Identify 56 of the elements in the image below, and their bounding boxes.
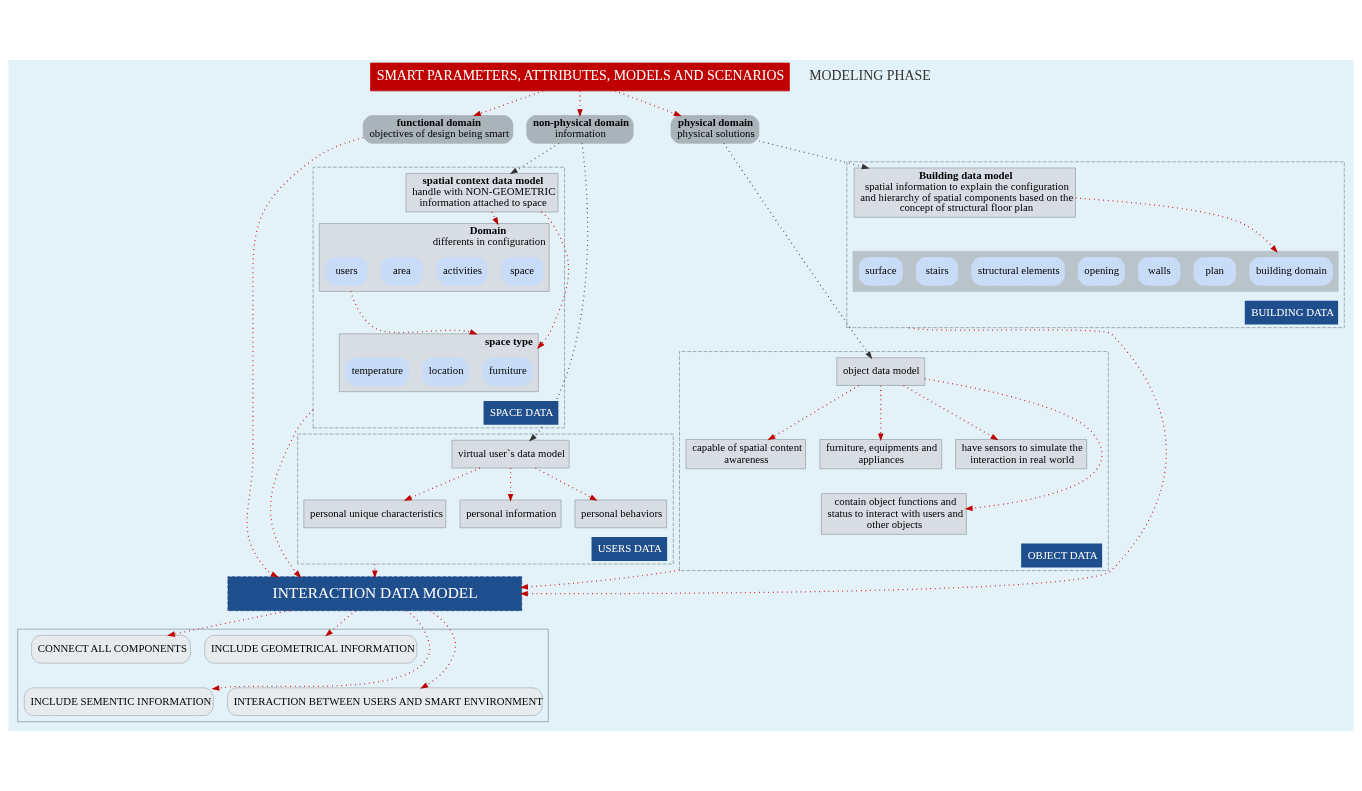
- arrow: [211, 610, 431, 691]
- node-box: have sensors to simulate the interaction in real world: [955, 439, 1088, 470]
- arrow: [534, 467, 598, 501]
- node-box: plan: [1193, 257, 1236, 286]
- node-box: object data model: [836, 357, 926, 386]
- node-box: opening: [1077, 257, 1125, 286]
- arrow: [246, 137, 364, 578]
- arrow: [372, 563, 378, 579]
- node-box: INTERACTION BETWEEN USERS AND SMART ENVIRONMENT: [227, 687, 543, 716]
- arrow: [758, 140, 870, 170]
- node-box: building domain: [1249, 257, 1333, 286]
- arrow: [350, 290, 478, 335]
- node-box: structural elements: [971, 257, 1065, 286]
- arrow: [325, 610, 357, 637]
- arrow: [614, 90, 682, 117]
- node-box: INCLUDE GEOMETRICAL INFORMATION: [204, 634, 418, 664]
- arrow: [519, 327, 1167, 597]
- node-box: surface: [858, 257, 903, 286]
- node-box: activities: [436, 257, 488, 286]
- arrow: [1075, 197, 1278, 253]
- arrow: [878, 385, 884, 442]
- node-box: CONNECT ALL COMPONENTS: [31, 634, 191, 664]
- node-box: personal information: [459, 499, 562, 529]
- arrow: [507, 467, 514, 502]
- label: MODELING PHASE: [809, 68, 931, 84]
- node-box: personal unique characteristics: [303, 499, 447, 529]
- arrow: [577, 90, 583, 118]
- arrow: [520, 569, 681, 590]
- node-box: walls: [1137, 257, 1181, 286]
- node-box: physical domain physical solutions: [670, 115, 760, 144]
- node-box: INTERACTION DATA MODEL: [227, 576, 523, 612]
- arrow: [537, 211, 570, 349]
- node-box: contain object functions and status to interact with users and other objects: [821, 493, 967, 535]
- arrow: [491, 211, 499, 226]
- node-box: non-physical domain information: [526, 115, 634, 144]
- arrow: [767, 384, 860, 441]
- arrow: [509, 142, 560, 175]
- arrow: [924, 378, 1103, 511]
- node-box: SMART PARAMETERS, ATTRIBUTES, MODELS AND SCENARIOS: [370, 62, 790, 92]
- node-box: virtual user`s data model: [451, 439, 570, 469]
- node-box: capable of spatial content awareness: [685, 439, 806, 470]
- arrow: [473, 90, 544, 117]
- node-box: spatial context data model handle with NON-GEOMETRIC information attached to space: [405, 173, 559, 213]
- arrow: [270, 409, 314, 578]
- cluster: [852, 250, 1339, 292]
- node-box: personal behaviors: [574, 499, 668, 529]
- node-box: functional domain objectives of design being smart: [362, 115, 514, 144]
- arrow: [528, 142, 589, 442]
- node-box: Building data model spatial information to explain the configuration and hierarchy of spatial components based on the concept of structural floor plan: [853, 167, 1076, 218]
- node-box: stairs: [915, 257, 959, 286]
- node-box: furniture, equipments and appliances: [819, 439, 943, 470]
- arrow: [903, 384, 999, 441]
- arrow: [167, 610, 291, 637]
- arrow: [723, 142, 873, 360]
- node-box: INCLUDE SEMENTIC INFORMATION: [23, 687, 214, 716]
- arrow: [403, 467, 481, 501]
